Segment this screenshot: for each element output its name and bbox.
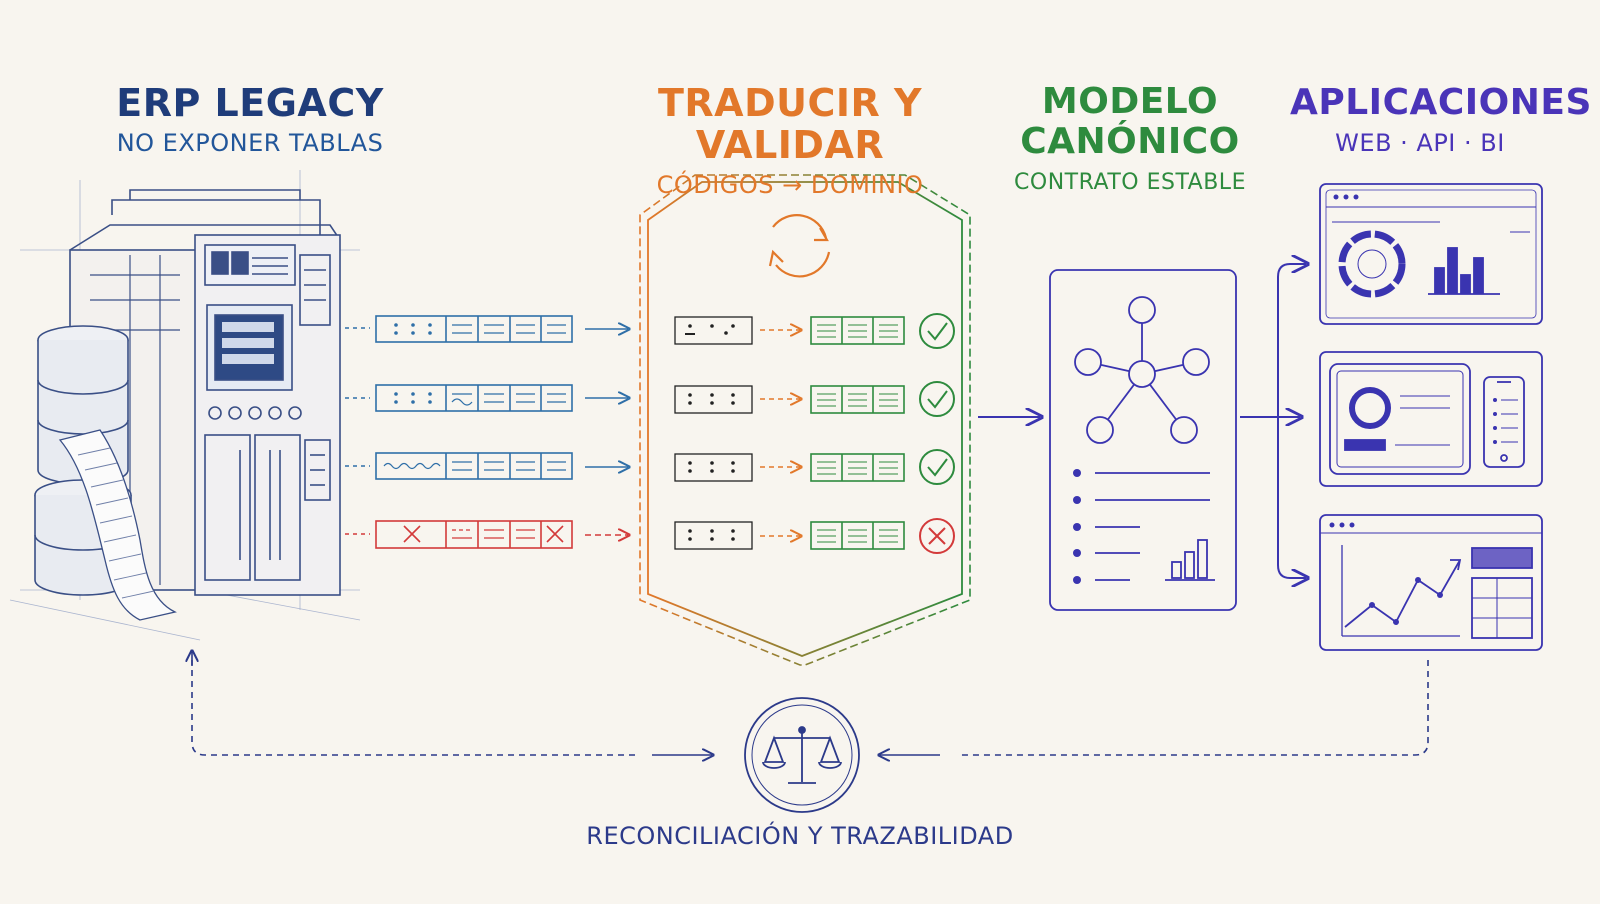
translation-rows [674,313,955,554]
balance-scale-icon [744,697,860,813]
translation-row [674,381,955,417]
translate-title: TRADUCIR Y VALIDAR [657,81,923,167]
check-icon [919,313,955,349]
canonical-title-line2: CANÓNICO [1020,121,1240,162]
translate-subtitle: CÓDIGOS → DOMINIO [656,171,924,199]
erp-legacy-subtitle: NO EXPONER TABLAS [116,129,384,157]
refresh-cycle-icon [768,214,831,278]
apps-subtitle: WEB · API · BI [1335,129,1505,157]
erp-legacy-title: ERP LEGACY [116,81,384,125]
mobile-tablet-panel [1319,351,1543,487]
reconciliation-label: RECONCILIACIÓN Y TRAZABILIDAD [586,822,1014,850]
invalid-record-row [345,520,628,549]
translate-header: TRADUCIR Y VALIDAR CÓDIGOS → DOMINIO [590,82,990,200]
erp-legacy-header: ERP LEGACY NO EXPONER TABLAS [110,82,390,158]
error-x-icon [546,525,564,543]
reconciliation-loop [192,652,1429,755]
mainframe-server-icon [9,170,361,641]
fan-out-arrows [1240,264,1306,578]
canonical-model-card [1049,269,1237,611]
translation-row-rejected [674,518,955,554]
reject-x-icon [919,518,955,554]
translation-row [674,313,955,349]
check-icon [919,381,955,417]
bi-dashboard-panel [1319,514,1543,651]
input-records [345,315,628,549]
check-icon [919,449,955,485]
error-x-icon [403,525,421,543]
canonical-title-line1: MODELO [1041,81,1219,122]
canonical-header: MODELO CANÓNICO CONTRATO ESTABLE [1010,82,1250,198]
translate-validate-panel [639,174,971,666]
translation-row [674,449,955,485]
apps-title: APLICACIONES [1290,82,1592,123]
apps-header: APLICACIONES WEB · API · BI [1290,82,1592,158]
network-graph-icon [1074,296,1210,444]
input-record-row [345,315,628,343]
web-app-panel [1319,183,1543,325]
input-record-row [345,384,628,412]
input-record-row [345,452,628,480]
canonical-subtitle: CONTRATO ESTABLE [1014,170,1246,195]
